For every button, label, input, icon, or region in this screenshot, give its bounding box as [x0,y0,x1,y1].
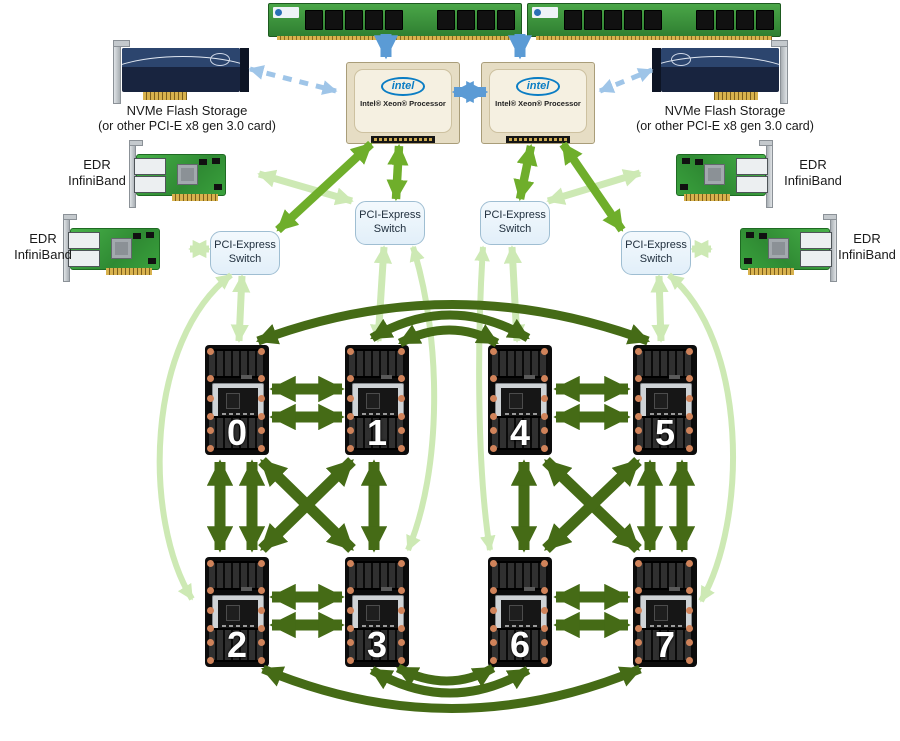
intel-logo-icon: intel [380,77,426,96]
cpu-package: intel Intel® Xeon® Processor [346,62,460,144]
nvme-left-label: NVMe Flash Storage(or other PCI-E x8 gen… [98,103,276,133]
gpu-card-1: 1 [345,345,409,455]
cpu-pins [506,136,570,143]
infiniband-card-icon [128,140,242,208]
gpu-card-2: 2 [205,557,269,667]
nvidia-chip-icon [358,600,398,630]
intel-logo-icon: intel [515,77,561,96]
cpu-caption: Intel® Xeon® Processor [495,99,581,108]
nvidia-chip-icon [501,388,541,418]
nvme-card-icon [113,40,253,106]
gpu-card-4: 4 [488,345,552,455]
gpu-card-5: 5 [633,345,697,455]
nvlink-links [206,300,696,713]
gpu-number: 4 [509,412,531,453]
nvidia-chip-icon [501,600,541,630]
gpu-number: 6 [509,624,531,665]
ram-dimm-icon [527,3,781,40]
ram-sticker [273,7,299,18]
gpu-card-6: 6 [488,557,552,667]
cpu-pcie-links [275,140,626,234]
nvme-right-label: NVMe Flash Storage(or other PCI-E x8 gen… [636,103,814,133]
infiniband-card-icon [62,214,176,282]
nvidia-chip-icon [358,388,398,418]
gpu-card-3: 3 [345,557,409,667]
ram-sticker [532,7,558,18]
gpu-number: 2 [226,624,248,665]
infiniband-card-icon [724,216,838,282]
gpu-card-7: 7 [633,557,697,667]
ram-dimm-icon [268,3,522,40]
gpu-number: 1 [366,412,388,453]
gpu-card-0: 0 [205,345,269,455]
nvme-card-icon [648,40,788,106]
gpu-number: 7 [654,624,676,665]
nvidia-chip-icon [218,600,258,630]
gpu-number: 0 [226,412,248,453]
gpu-number: 5 [654,412,676,453]
cpu-caption: Intel® Xeon® Processor [360,99,446,108]
nvidia-chip-icon [646,600,686,630]
gpu-number: 3 [366,624,388,665]
cpu-package: intel Intel® Xeon® Processor [481,62,595,144]
cpu-pins [371,136,435,143]
infiniband-card-icon [660,142,774,208]
